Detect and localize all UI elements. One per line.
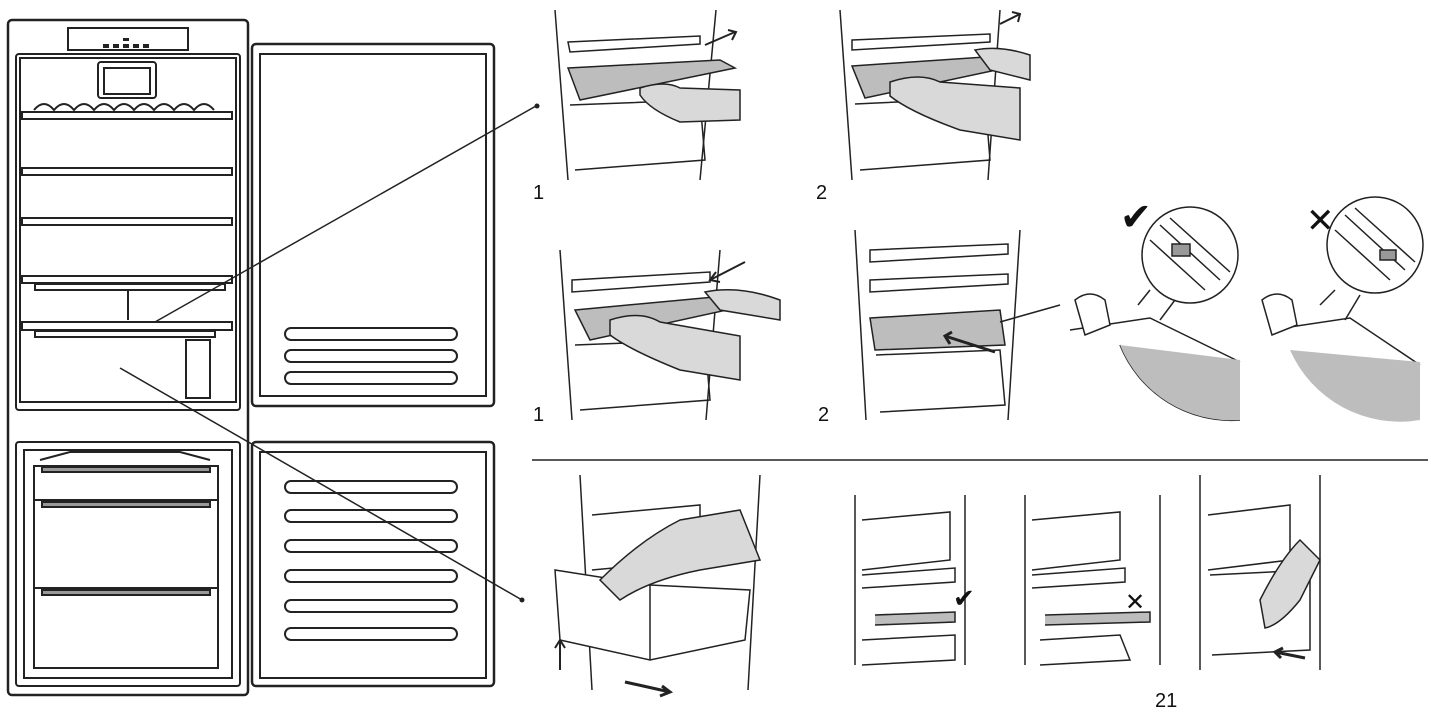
fridge-door bbox=[250, 42, 496, 408]
illustration-insert-shelf-step-2 bbox=[854, 229, 1061, 421]
step-number-1: 1 bbox=[533, 404, 545, 426]
step-number-1: 1 bbox=[533, 182, 545, 204]
illustration-remove-shelf-step-1 bbox=[554, 9, 741, 181]
illustration-shelf-correct-detail bbox=[1069, 206, 1241, 422]
illustration-rail-correct bbox=[854, 495, 966, 666]
cross-icon: ✕ bbox=[1306, 201, 1335, 241]
illustration-rail-wrong bbox=[1024, 495, 1161, 666]
freezer-door bbox=[250, 440, 496, 688]
illustration-insert-drawer bbox=[1199, 475, 1321, 670]
page-number: 21 bbox=[1155, 690, 1178, 712]
step-number-2: 2 bbox=[818, 404, 830, 426]
checkmark-icon: ✔ bbox=[1120, 195, 1152, 239]
illustration-remove-shelf-step-2 bbox=[839, 9, 1031, 181]
illustration-shelf-wrong-detail bbox=[1261, 196, 1424, 422]
step-number-2: 2 bbox=[816, 182, 828, 204]
illustration-remove-drawer bbox=[554, 474, 762, 698]
cross-icon: ✕ bbox=[1125, 588, 1146, 616]
fridge-cabinet bbox=[6, 18, 250, 697]
illustration-insert-shelf-step-1 bbox=[559, 249, 781, 421]
callout-lines bbox=[119, 105, 537, 601]
checkmark-icon: ✔ bbox=[953, 584, 975, 614]
